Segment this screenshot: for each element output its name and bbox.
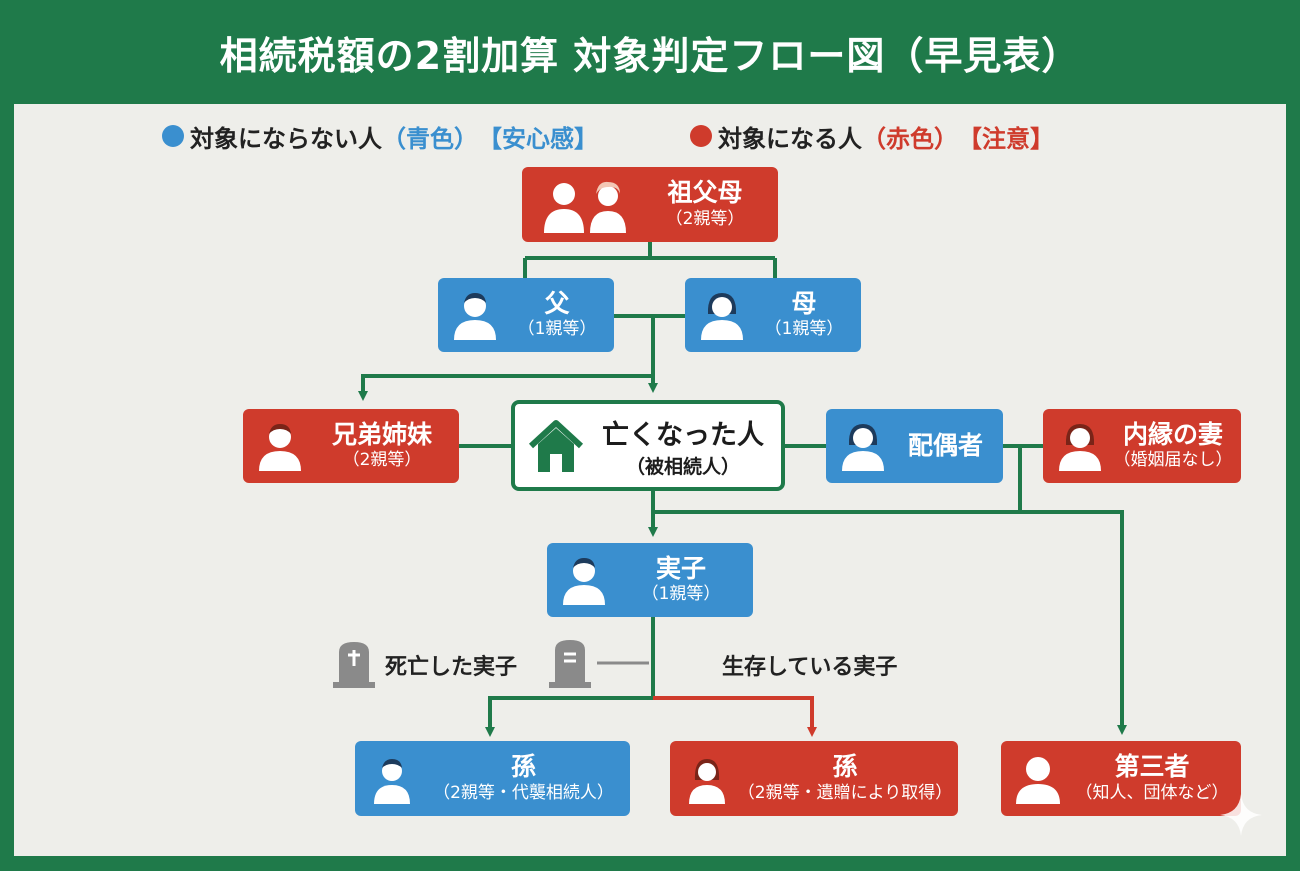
house-icon xyxy=(528,419,584,472)
line-to-grandchild-bequest xyxy=(653,696,817,737)
label-deceased-child: 死亡した実子 xyxy=(385,655,518,680)
woman-icon xyxy=(1059,424,1101,471)
gravestone-icon xyxy=(549,640,591,688)
man-icon xyxy=(563,558,605,605)
sparkle-icon xyxy=(1220,794,1262,836)
legend-target: 対象になる人 （赤色） 【注意】 xyxy=(690,118,1054,154)
line-grandparents-parents xyxy=(523,242,777,278)
boy-icon xyxy=(374,758,410,804)
man-icon xyxy=(259,424,301,471)
grandparents-icon xyxy=(544,181,626,233)
node-father: 父 （1親等） xyxy=(438,278,614,352)
line-to-grandchild-substitute xyxy=(485,696,653,737)
node-spouse: 配偶者 xyxy=(826,409,1003,483)
woman-icon xyxy=(701,293,743,340)
line-to-siblings xyxy=(358,374,653,401)
page-title: 相続税額の2割加算 対象判定フロー図（早見表） xyxy=(219,33,1081,78)
node-common-law-wife: 内縁の妻 （婚姻届なし） xyxy=(1043,409,1241,483)
node-grandchild-bequest: 孫 （2親等・遺贈により取得） xyxy=(670,741,958,816)
line-parents-join xyxy=(614,314,685,378)
node-grandchild-substitute: 孫 （2親等・代襲相続人） xyxy=(355,741,630,816)
girl-icon xyxy=(689,758,725,804)
node-third-party: 第三者 （知人、団体など） xyxy=(1001,741,1241,816)
gravestone-icon xyxy=(333,642,375,688)
node-child: 実子 （1親等） xyxy=(547,543,753,617)
woman-icon xyxy=(842,424,884,471)
node-grandparents: 祖父母 （2親等） xyxy=(522,167,778,242)
node-mother: 母 （1親等） xyxy=(685,278,861,352)
man-icon xyxy=(454,293,496,340)
label-living-child: 生存している実子 xyxy=(722,655,898,680)
red-dot-icon xyxy=(690,125,712,147)
blue-dot-icon xyxy=(162,125,184,147)
line-to-third-party xyxy=(653,510,1127,735)
legend-not-target: 対象にならない人 （青色） 【安心感】 xyxy=(162,118,598,154)
person-icon xyxy=(1016,756,1060,804)
node-deceased: 亡くなった人 （被相続人） xyxy=(511,400,785,491)
node-siblings: 兄弟姉妹 （2親等） xyxy=(243,409,459,483)
